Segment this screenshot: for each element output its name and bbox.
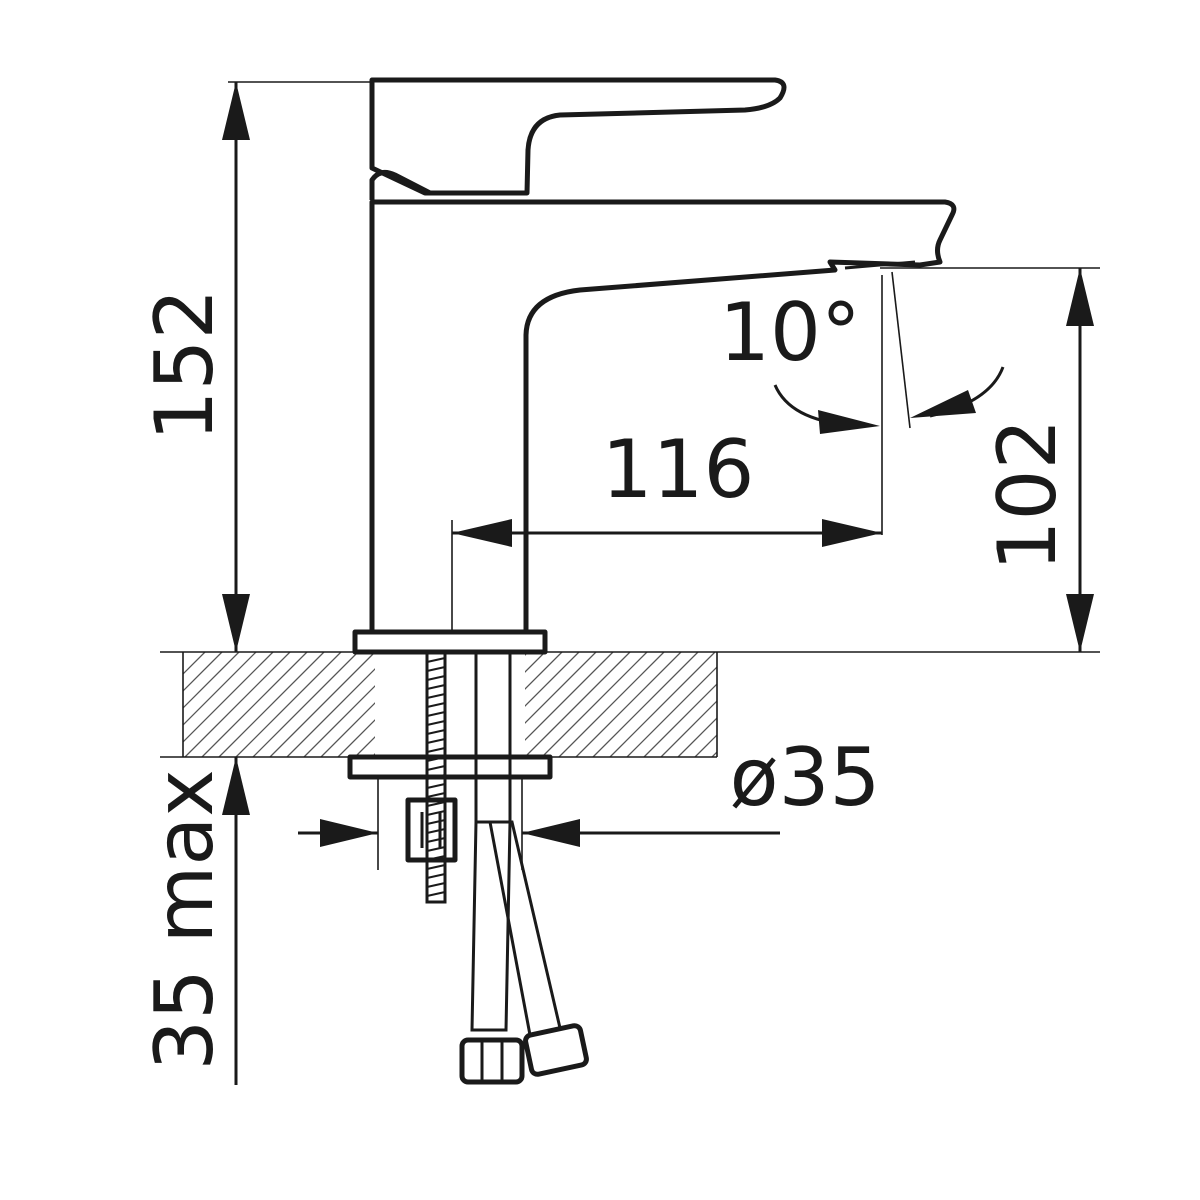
thread-line <box>426 801 446 807</box>
hatch-line <box>694 734 717 757</box>
hatch-line <box>558 652 665 757</box>
thread-line <box>426 720 446 726</box>
thread-line <box>426 666 446 672</box>
thread-line <box>426 684 446 690</box>
thread-line <box>426 765 446 771</box>
hatch-line <box>643 683 717 757</box>
hatch-line <box>218 652 325 757</box>
handle-base <box>369 169 432 200</box>
thread-line <box>426 729 446 735</box>
hatch-line <box>524 652 631 757</box>
spout-height-label: 102 <box>981 419 1074 572</box>
dimension-spout-height: 102 <box>880 267 1100 652</box>
countertop-section <box>160 651 1100 758</box>
hatch-line <box>183 652 240 709</box>
hatch-line <box>183 652 206 675</box>
hatch-line <box>541 652 648 757</box>
hatch-line <box>183 652 274 743</box>
hatch-line <box>286 652 393 757</box>
dimension-hole-diameter: ø35 <box>298 731 880 870</box>
hatch-line <box>252 652 359 757</box>
aerator <box>844 260 916 270</box>
thread-line <box>426 675 446 681</box>
dimension-spout-angle: 10° <box>719 271 1005 434</box>
mounting-nut <box>405 797 458 863</box>
mounting-plate <box>347 754 553 780</box>
hatch-line <box>677 717 717 757</box>
faucet-handle <box>369 77 787 196</box>
thread-line <box>426 810 446 816</box>
thread-line <box>426 828 446 834</box>
hatch-line <box>592 652 699 757</box>
thickness-label: 35 max <box>138 769 231 1071</box>
faucet-body <box>369 199 957 632</box>
dimension-counter-thickness: 35 max <box>138 757 250 1085</box>
angle-label: 10° <box>719 286 861 379</box>
height-label: 152 <box>138 289 231 442</box>
supply-hoses <box>459 650 589 1085</box>
thread-line <box>426 864 446 870</box>
thread-line <box>426 657 446 663</box>
hatch-line <box>507 652 614 757</box>
hatch-line <box>609 652 716 757</box>
hatch-line <box>201 652 308 757</box>
thread-line <box>426 837 446 843</box>
thread-line <box>426 693 446 699</box>
thread-line <box>426 819 446 825</box>
thread-line <box>426 891 446 897</box>
thread-line <box>426 792 446 798</box>
reach-label: 116 <box>602 423 755 516</box>
dimension-spout-reach: 116 <box>451 275 883 632</box>
thread-line <box>426 747 446 753</box>
hatch-line <box>269 652 376 757</box>
hatch-line <box>626 666 717 757</box>
hatch-line <box>660 700 717 757</box>
thread-line <box>426 702 446 708</box>
faucet-base <box>352 629 548 655</box>
hatch-line <box>183 652 223 692</box>
thread-line <box>426 846 446 852</box>
thread-line <box>426 873 446 879</box>
thread-line <box>426 738 446 744</box>
diameter-label: ø35 <box>730 731 881 824</box>
hatch-line <box>575 652 682 757</box>
hatch-line <box>235 652 342 757</box>
thread-line <box>426 882 446 888</box>
dimension-total-height: 152 <box>138 81 372 652</box>
thread-line <box>426 783 446 789</box>
hatch-line <box>183 652 257 726</box>
thread-line <box>426 711 446 717</box>
hatch-line <box>184 652 291 757</box>
